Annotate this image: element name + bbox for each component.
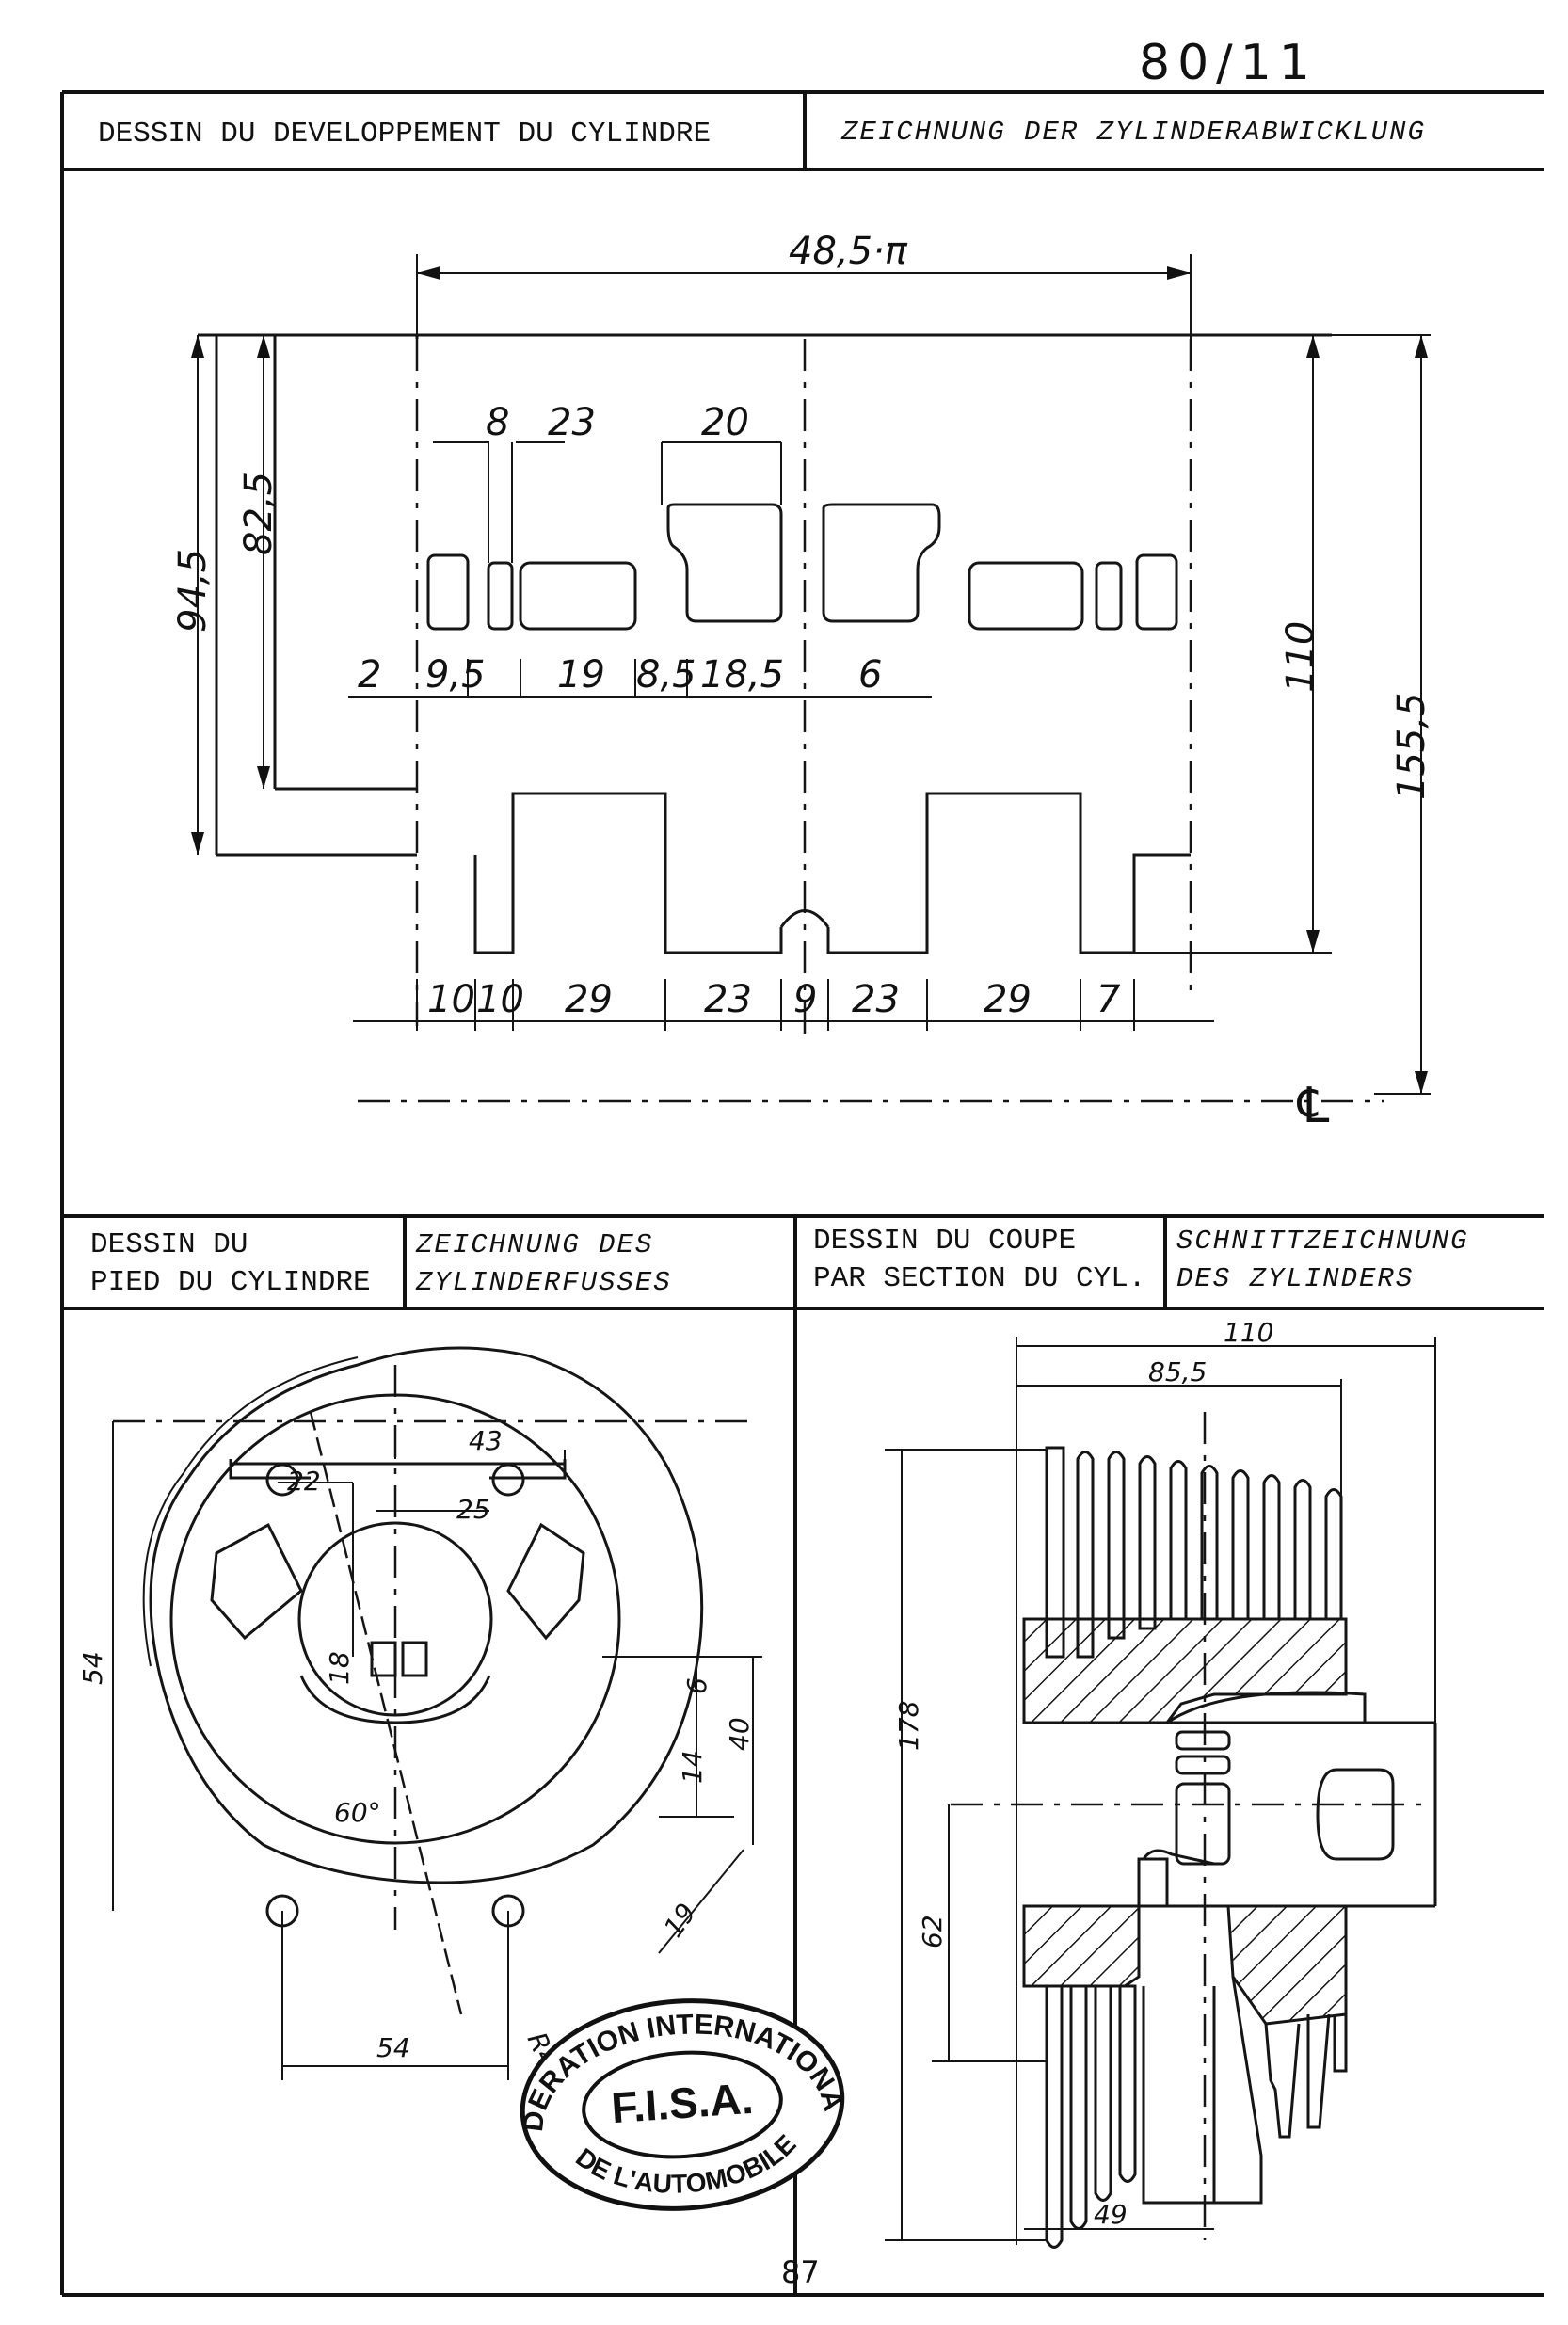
section-title-de-2: DES ZYLINDERS: [1176, 1263, 1414, 1294]
section-title-fr-2: PAR SECTION DU CYL.: [813, 1262, 1145, 1295]
section-title-de-1: SCHNITTZEICHNUNG: [1176, 1226, 1468, 1257]
sheet-frame: [60, 90, 1544, 2297]
dim-b-29b: 29: [984, 978, 1032, 1021]
foot-dim-6: 6: [681, 1677, 712, 1694]
dim-w-8-5: 8,5: [636, 653, 696, 697]
dim-w-19: 19: [557, 653, 605, 697]
cylinder-section-drawing: [885, 1337, 1437, 2249]
dim-h-94-5: 94,5: [171, 549, 215, 633]
dim-b-23a: 23: [704, 978, 752, 1021]
dim-total-width: 48,5·π: [789, 230, 908, 273]
foot-dim-22: 22: [287, 1466, 321, 1497]
foot-dim-43: 43: [469, 1425, 503, 1456]
section-dim-62: 62: [917, 1915, 948, 1948]
dim-b-10a: 10: [427, 978, 475, 1021]
dim-b-29a: 29: [565, 978, 613, 1021]
section-dim-49: 49: [1094, 2199, 1128, 2230]
foot-dim-54-bottom: 54: [376, 2032, 410, 2063]
foot-title-fr-1: DESSIN DU: [90, 1228, 248, 1261]
page-number: 87: [781, 2254, 820, 2290]
dim-h-110: 110: [1279, 621, 1322, 693]
dim-w-18-5: 18,5: [700, 653, 784, 697]
dim-w-9-5: 9,5: [425, 653, 486, 697]
foot-dim-18: 18: [324, 1651, 355, 1685]
dim-port-20: 20: [701, 401, 749, 444]
centerline-symbol: ℄: [1291, 1078, 1336, 1134]
dim-h-82-5: 82,5: [237, 472, 280, 555]
section-title-fr-1: DESSIN DU COUPE: [813, 1225, 1076, 1258]
section-dim-110: 110: [1224, 1317, 1273, 1348]
foot-dim-14: 14: [677, 1750, 708, 1784]
dim-h-155-5: 155,5: [1390, 692, 1433, 800]
dim-port-23: 23: [548, 401, 596, 444]
section-dim-178: 178: [893, 1701, 924, 1751]
foot-dim-40: 40: [724, 1717, 755, 1751]
dim-w-6: 6: [858, 653, 882, 697]
dim-b-7: 7: [1096, 978, 1121, 1021]
development-title-fr: DESSIN DU DEVELOPPEMENT DU CYLINDRE: [98, 118, 711, 151]
cylinder-development-drawing: [191, 254, 1431, 1103]
foot-dim-angle: 60°: [334, 1797, 381, 1828]
stamp-center-text: F.I.S.A.: [610, 2074, 755, 2132]
dim-b-10b: 10: [476, 978, 524, 1021]
foot-dim-19: 19: [658, 1898, 702, 1943]
dim-w-2: 2: [358, 653, 381, 697]
dim-b-9: 9: [793, 978, 817, 1021]
foot-title-de-1: ZEICHNUNG DES: [415, 1229, 653, 1260]
foot-title-de-2: ZYLINDERFUSSES: [415, 1267, 672, 1298]
fisa-stamp: FEDERATION INTERNATIONALE DE L'AUTOMOBIL…: [510, 1998, 849, 2211]
section-dim-85-5: 85,5: [1148, 1356, 1207, 1387]
foot-dim-25: 25: [456, 1494, 490, 1525]
dim-port-8: 8: [486, 401, 509, 444]
cylinder-foot-drawing: [112, 1346, 762, 2080]
foot-title-fr-2: PIED DU CYLINDRE: [90, 1266, 371, 1299]
sheet-number: 80/11: [1139, 35, 1318, 91]
dim-b-23b: 23: [852, 978, 900, 1021]
development-title-de: ZEICHNUNG DER ZYLINDERABWICKLUNG: [840, 117, 1426, 148]
foot-dim-54-left: 54: [77, 1651, 108, 1685]
